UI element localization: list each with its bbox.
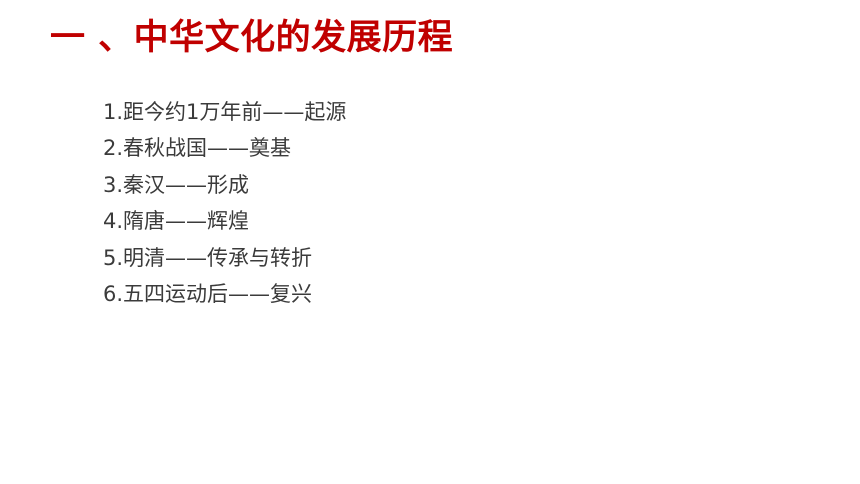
list-item: 3.秦汉——形成 [103,172,250,197]
list-item: 6.五四运动后——复兴 [103,282,313,307]
stage-list: 1.距今约1万年前——起源 2.春秋战国——奠基 3.秦汉——形成 4.隋唐——… [103,94,346,312]
list-item: 5.明清——传承与转折 [103,245,313,270]
slide-title: 一 、中华文化的发展历程 [50,18,454,58]
list-item: 4.隋唐——辉煌 [103,209,250,234]
list-item: 1.距今约1万年前——起源 [103,100,347,124]
list-item: 2.春秋战国——奠基 [103,136,292,161]
